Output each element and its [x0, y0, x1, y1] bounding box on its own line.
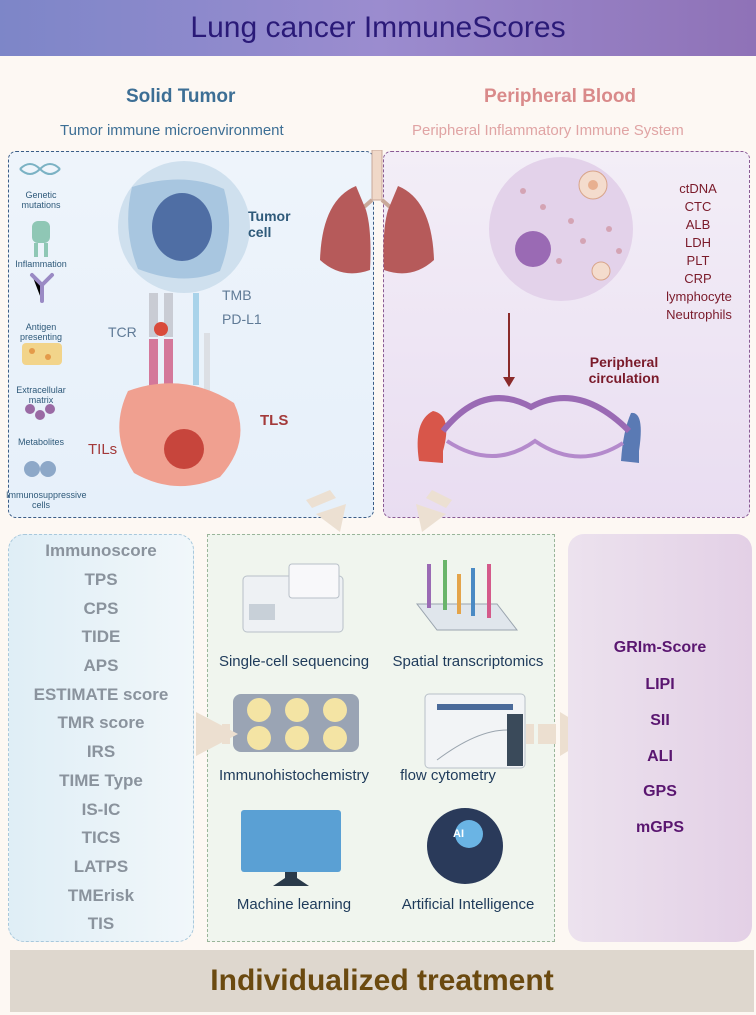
tumor-score: TMErisk [67, 886, 135, 905]
circulation-arrow [503, 377, 515, 387]
tumor-score: TMR score [57, 713, 145, 732]
tumor-score: LATPS [73, 857, 129, 876]
marker-ctc: CTC [684, 199, 712, 214]
inflammation-icon [32, 221, 50, 257]
tmb-label: TMB [222, 287, 252, 303]
blood-score: LIPI [645, 676, 675, 693]
tumor-score: TICS [81, 828, 121, 847]
tumor-score: ESTIMATE score [33, 685, 169, 704]
method-ai: Artificial Intelligence [401, 896, 535, 913]
funnel-arrows [306, 490, 452, 532]
tumor-score: APS [83, 656, 119, 675]
artery [417, 411, 447, 463]
tumor-cell-label: Tumor cell [248, 208, 291, 240]
immunosuppressive-cells-icon [24, 461, 56, 477]
method-spatial: Spatial transcriptomics [392, 653, 544, 670]
solid-tumor-subtitle: Tumor immune microenvironment [60, 122, 284, 139]
marker-alb: ALB [685, 217, 711, 232]
tumor-score: TIME Type [59, 771, 143, 790]
tls-cell-nucleus [164, 429, 204, 469]
solid-tumor-title: Solid Tumor [126, 86, 236, 107]
tumor-illustration [19, 161, 250, 487]
sequencer-icon [242, 563, 344, 633]
tcr-left [149, 339, 158, 389]
tls-label: TLS [260, 412, 289, 429]
tumor-score: Immunoscore [45, 541, 157, 560]
blood-score: SII [650, 712, 670, 729]
footer-text: Individualized treatment [210, 964, 554, 997]
circulation-label: Peripheral circulation [588, 354, 660, 386]
marker-plt: PLT [686, 253, 710, 268]
tcr-label: TCR [108, 324, 137, 340]
footer-banner: Individualized treatment [10, 950, 754, 1012]
blood-score-box [568, 534, 752, 942]
method-flow: flow cytometry [400, 767, 496, 784]
antibody-icon [30, 273, 54, 303]
peripheral-blood-title: Peripheral Blood [484, 86, 637, 107]
tumor-score: IRS [86, 742, 116, 761]
tils-label: TILs [88, 441, 118, 458]
marker-lymphocyte: lymphocyte [666, 289, 732, 304]
cell-small [591, 261, 611, 281]
flow-cytometer-icon [424, 693, 526, 769]
tumor-score: TPS [84, 570, 118, 589]
method-ihc: Immunohistochemistry [218, 767, 370, 784]
marker-ctdna: ctDNA [679, 181, 717, 196]
blood-illustration [417, 157, 641, 463]
leukocyte [515, 231, 551, 267]
side-label-antigen: Antigen presenting [19, 322, 63, 342]
blood-score: GPS [643, 783, 677, 800]
ai-head-icon [427, 808, 503, 884]
blood-score: ALI [647, 748, 673, 765]
tumor-score: TIDE [81, 627, 121, 646]
monitor-icon [241, 810, 341, 886]
method-single-cell: Single-cell sequencing [218, 653, 370, 670]
mhc-left [149, 293, 158, 337]
extracellular-matrix-icon [22, 343, 62, 365]
pd1-stalk [204, 333, 210, 403]
method-ml: Machine learning [236, 896, 352, 913]
side-label-inflammation: Inflammation [15, 259, 67, 269]
metabolites-icon [25, 404, 55, 420]
well-plate-icon [233, 694, 359, 752]
ai-badge: AI [453, 828, 464, 840]
pdl1-label: PD-L1 [222, 311, 262, 327]
tumor-score: CPS [83, 599, 119, 618]
page-title: Lung cancer ImmuneScores [190, 11, 566, 44]
lungs-icon [320, 150, 434, 274]
tumor-score: IS-IC [81, 800, 121, 819]
mhc-right [164, 293, 173, 337]
blood-score: GRIm-Score [613, 639, 707, 656]
marker-crp: CRP [684, 271, 712, 286]
title-banner: Lung cancer ImmuneScores [0, 0, 756, 56]
tumor-cell-nucleus [152, 193, 212, 261]
tumor-score: TIS [87, 914, 115, 933]
antigen [154, 322, 168, 336]
side-label-genetic: Genetic mutations [21, 190, 61, 210]
tcr-right [164, 339, 173, 389]
spatial-transcriptomics-icon [415, 560, 519, 631]
side-label-immunosuppressive: Immunosuppressive cells [6, 490, 87, 510]
marker-neutrophils: Neutrophils [666, 307, 732, 322]
tumor-score-box [8, 534, 194, 942]
peripheral-blood-subtitle: Peripheral Inflammatory Immune System [412, 122, 684, 139]
pdl1-stalk [193, 293, 199, 385]
methods-illustrations [233, 560, 526, 886]
dna-icon [19, 163, 61, 175]
vein [621, 412, 641, 463]
left-arrow [196, 712, 238, 756]
side-label-ecm: Extracellular matrix [16, 385, 66, 405]
side-label-metabolites: Metabolites [17, 437, 65, 447]
blood-score: mGPS [635, 819, 684, 836]
marker-ldh: LDH [684, 235, 711, 250]
capillary-bed [440, 395, 632, 434]
